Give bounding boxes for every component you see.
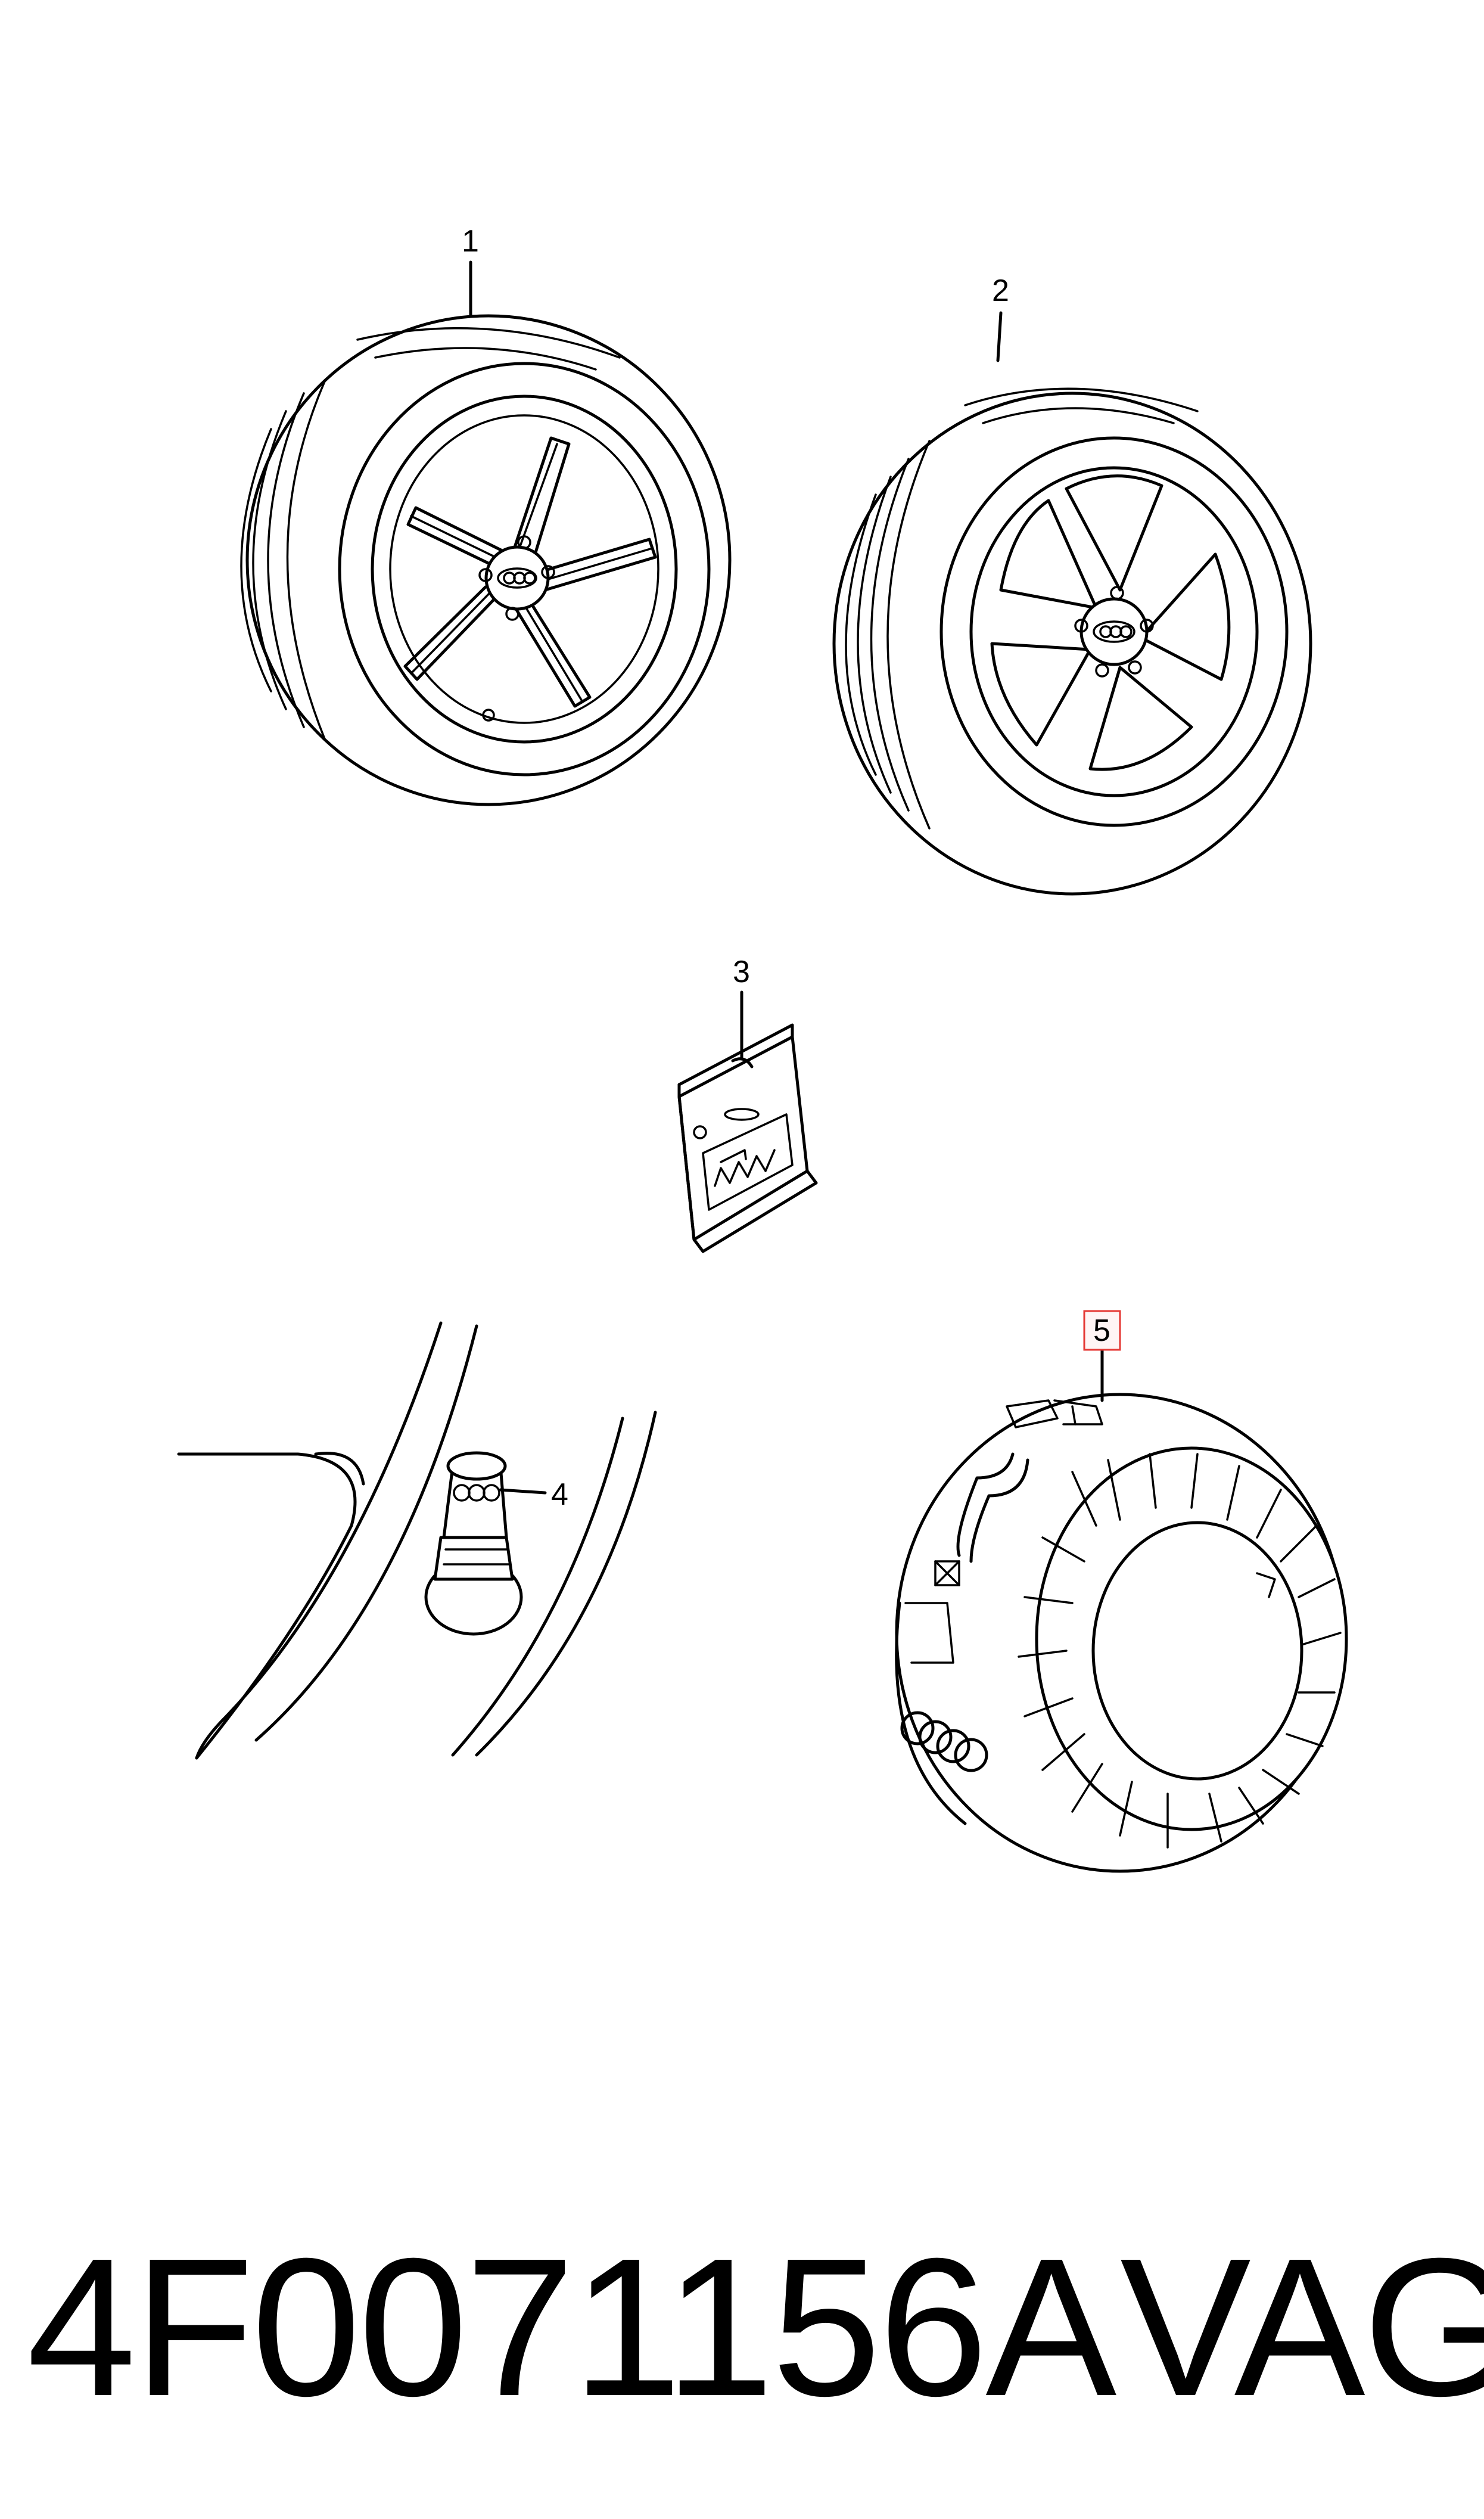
wheel-2-illustration [832, 387, 1312, 896]
wheel-bag-5-illustration [895, 1393, 1348, 1873]
callout-5-highlight-box [1083, 1310, 1121, 1351]
callout-2-leader [996, 311, 1003, 362]
valve-cap-4-illustration [177, 1321, 657, 1760]
callout-1: 1 [462, 224, 479, 259]
wheel-1-illustration [240, 314, 732, 806]
package-3-illustration [677, 1023, 818, 1253]
part-number: 4F0071156A [27, 2217, 1116, 2437]
callout-3: 3 [733, 955, 750, 989]
brand-label: VAG [1120, 2217, 1484, 2437]
callout-2: 2 [992, 274, 1009, 308]
callout-4: 4 [551, 1477, 568, 1512]
callout-5: 5 [1093, 1313, 1110, 1348]
callout-4-leader [499, 1488, 547, 1495]
